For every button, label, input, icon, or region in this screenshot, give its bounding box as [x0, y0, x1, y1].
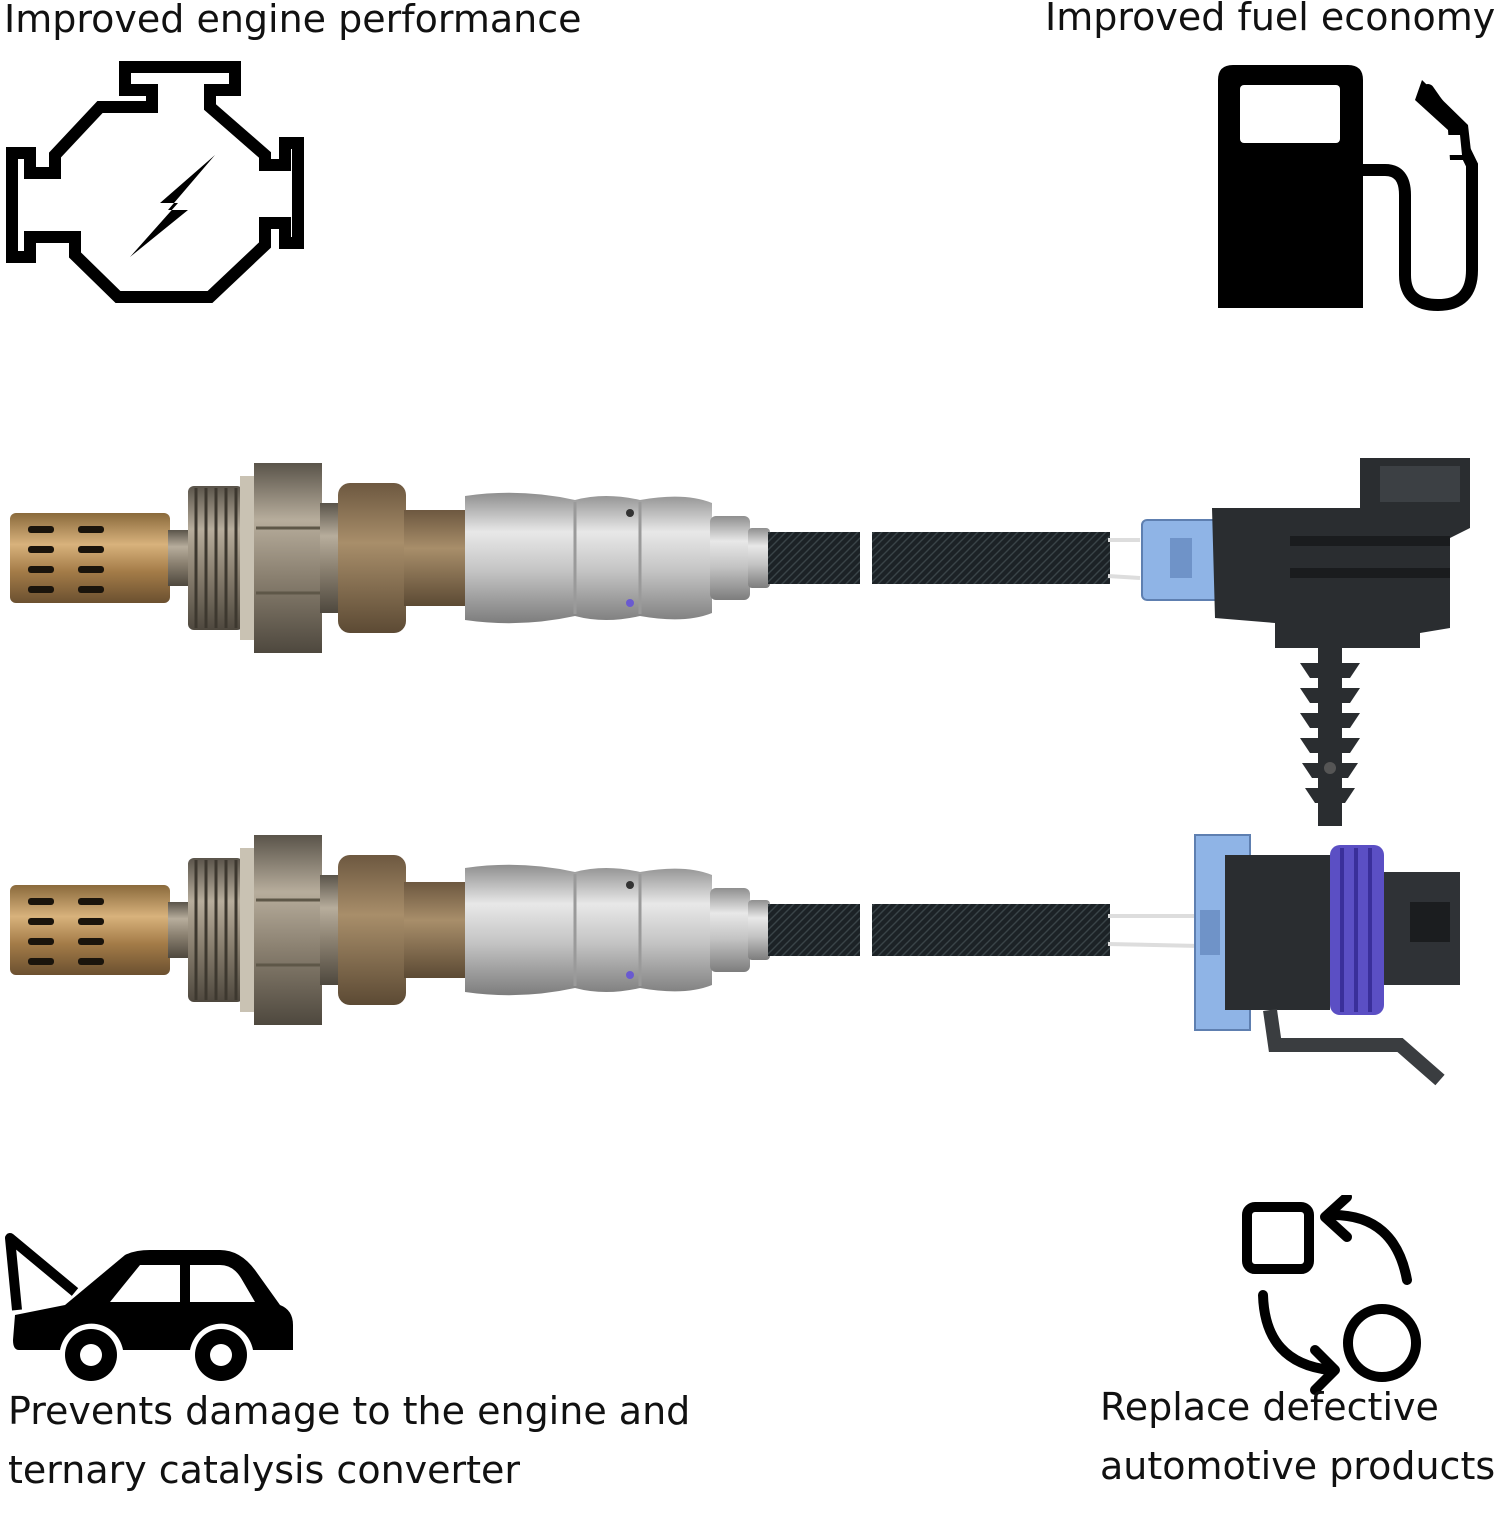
oxygen-sensor-top [8, 458, 1470, 826]
replace-cycle-icon [1242, 1195, 1421, 1395]
prevents-damage-line-1: Prevents damage to the engine and [8, 1389, 691, 1433]
oxygen-sensor-pair-image [8, 458, 1470, 1086]
fuel-economy-label: Improved fuel economy [1045, 0, 1496, 39]
engine-performance-label: Improved engine performance [4, 0, 582, 41]
replace-defective-line-2: automotive products [1100, 1443, 1496, 1488]
engine-icon [6, 61, 304, 303]
oxygen-sensor-bottom [8, 833, 1460, 1086]
fuel-pump-icon [1218, 65, 1478, 312]
replace-defective-label: Replace defective automotive products [1100, 1378, 1495, 1496]
prevents-damage-line-2: ternary catalysis converter [8, 1447, 521, 1492]
prevents-damage-label: Prevents damage to the engine and ternar… [8, 1382, 690, 1500]
car-hood-open-icon [5, 1233, 293, 1381]
replace-defective-line-1: Replace defective [1100, 1385, 1439, 1429]
